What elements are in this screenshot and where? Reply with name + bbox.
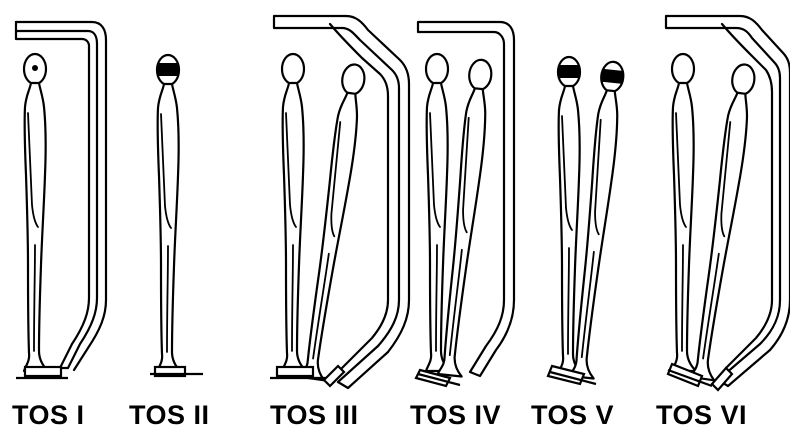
tos-iii-figure	[270, 16, 409, 388]
tos-ii-person	[157, 55, 181, 372]
tos-ii-figure	[150, 55, 203, 376]
tos-vi-person-right	[690, 63, 758, 380]
tos-v-figure	[548, 57, 627, 384]
tos-i-figure	[16, 22, 106, 378]
tos-iii-person-left	[282, 54, 306, 371]
tos-iv-figure	[416, 22, 514, 386]
tos-vi-person-left	[672, 54, 696, 371]
label-tos-i: TOS I	[12, 397, 85, 433]
label-tos-iii: TOS III	[270, 397, 359, 433]
tos-i-person	[24, 54, 48, 371]
tos-iii-person-right	[300, 63, 368, 380]
label-tos-vi: TOS VI	[656, 397, 747, 433]
tos-vi-figure	[666, 16, 790, 390]
label-tos-ii: TOS II	[129, 397, 210, 433]
label-tos-v: TOS V	[531, 397, 614, 433]
label-tos-iv: TOS IV	[410, 397, 501, 433]
